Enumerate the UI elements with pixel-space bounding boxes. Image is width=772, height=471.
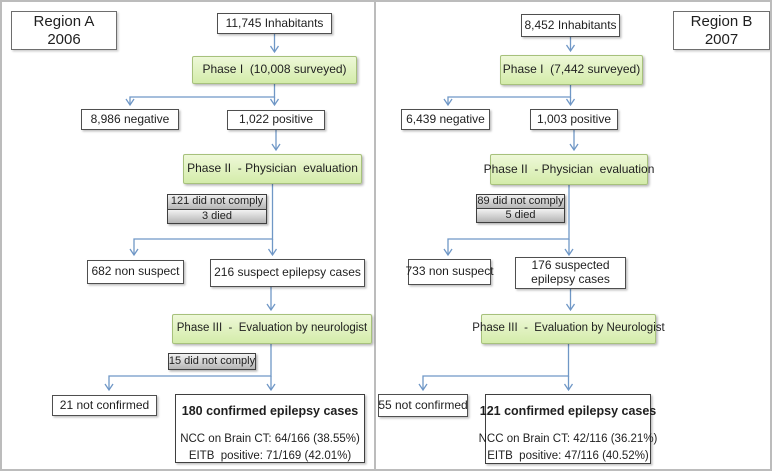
region-b-non-suspect-box: 733 non suspect — [405, 259, 494, 285]
region-b-label-box: Region B 2007 — [673, 11, 770, 50]
region-b-eitb-stat: EITB positive: 47/116 (40.52%) — [487, 450, 649, 463]
region-b-phase2-box: Phase II - Physician evaluation — [484, 154, 654, 185]
panel-divider — [374, 2, 376, 469]
region-a-confirmed-title: 180 confirmed epilepsy cases — [181, 404, 359, 418]
region-a-year: 2006 — [47, 30, 81, 48]
region-b-phase2-noncompliance-box: 89 did not comply 5 died — [476, 194, 565, 223]
region-b-name: Region B — [690, 13, 753, 31]
region-a-name: Region A — [33, 13, 95, 31]
region-a-did-not-comply: 121 did not comply — [168, 195, 266, 209]
region-b-confirmed-box: 121 confirmed epilepsy cases NCC on Brai… — [479, 394, 657, 464]
region-a-suspect-box: 216 suspect epilepsy cases — [210, 259, 365, 287]
region-a-inhabitants-box: 11,745 Inhabitants — [217, 13, 332, 34]
region-a-confirmed-box: 180 confirmed epilepsy cases NCC on Brai… — [175, 394, 365, 463]
region-b-inhabitants-box: 8,452 Inhabitants — [521, 14, 620, 37]
region-b-negative-box: 6,439 negative — [401, 109, 490, 130]
region-a-died: 3 died — [168, 208, 266, 223]
region-a-ncc-stat: NCC on Brain CT: 64/166 (38.55%) — [180, 433, 360, 446]
region-a-eitb-stat: EITB positive: 71/169 (42.01%) — [188, 450, 352, 463]
region-a-negative-box: 8,986 negative — [81, 109, 179, 130]
region-b-suspect-box: 176 suspected epilepsy cases — [515, 257, 626, 289]
region-b-confirmed-title: 121 confirmed epilepsy cases — [479, 404, 657, 418]
region-b-did-not-comply: 89 did not comply — [477, 195, 564, 208]
region-a-non-suspect-box: 682 non suspect — [87, 260, 184, 284]
region-a-not-confirmed-box: 21 not confirmed — [52, 395, 157, 416]
region-a-phase1-box: Phase I (10,008 surveyed) — [192, 56, 357, 84]
region-a-phase3-box: Phase III - Evaluation by neurologist — [172, 314, 372, 344]
region-b-not-confirmed-box: 55 not confirmed — [378, 394, 468, 417]
region-a-label-box: Region A 2006 — [11, 11, 117, 50]
region-a-phase2-box: Phase II - Physician evaluation — [183, 154, 362, 184]
region-b-ncc-stat: NCC on Brain CT: 42/116 (36.21%) — [478, 433, 658, 446]
region-b-positive-box: 1,003 positive — [530, 109, 618, 130]
region-a-phase3-noncompliance-box: 15 did not comply — [168, 353, 256, 370]
region-b-died: 5 died — [477, 208, 564, 222]
region-a-phase2-noncompliance-box: 121 did not comply 3 died — [167, 194, 267, 224]
region-b-phase1-box: Phase I (7,442 surveyed) — [500, 55, 643, 85]
region-b-year: 2007 — [704, 30, 739, 48]
region-a-positive-box: 1,022 positive — [227, 110, 325, 130]
region-b-phase3-box: Phase III - Evaluation by Neurologist — [472, 314, 665, 344]
